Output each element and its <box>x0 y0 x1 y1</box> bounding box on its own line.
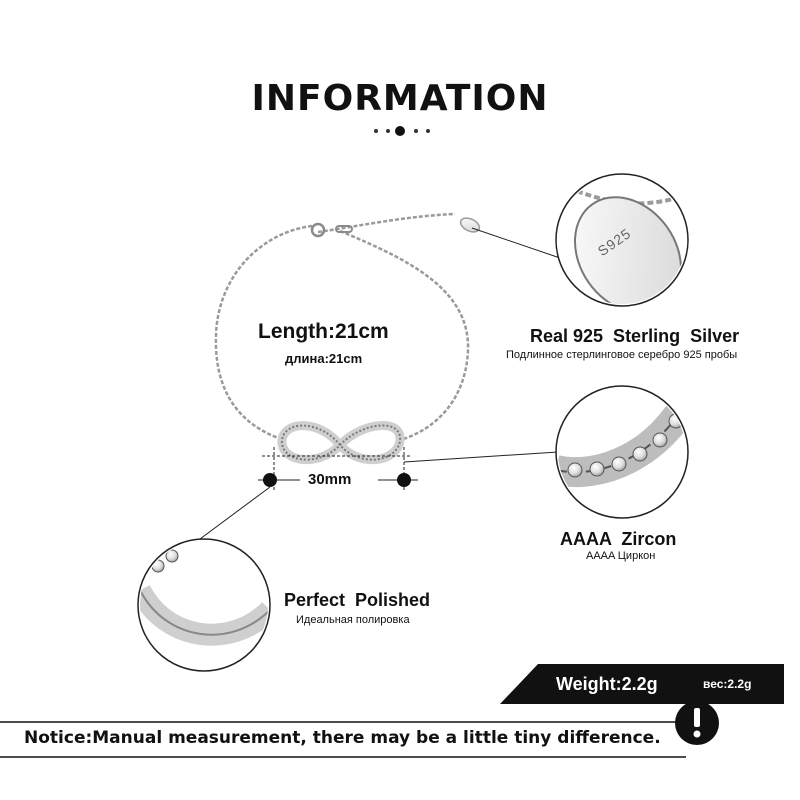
infinity-pendant <box>277 421 405 465</box>
chain-left <box>214 224 313 442</box>
notice-text: Notice:Manual measurement, there may be … <box>24 728 661 748</box>
connector-zircon <box>403 451 559 463</box>
zircon-subtitle: AAAA Циркон <box>586 550 656 562</box>
page-title: INFORMATION <box>251 78 549 119</box>
connector-tag <box>471 227 561 259</box>
detail-circle-silver <box>555 173 689 307</box>
width-measure: 30mm <box>308 471 352 488</box>
weight-sublabel: вес:2.2g <box>703 677 752 691</box>
weight-banner <box>500 664 784 704</box>
weight-label: Weight:2.2g <box>556 674 658 694</box>
exclamation-icon <box>675 701 719 745</box>
chain-top <box>317 212 456 234</box>
length-label: Length:21cm <box>258 320 389 343</box>
polish-subtitle: Идеальная полировка <box>296 614 410 626</box>
s925-tag <box>459 217 481 233</box>
silver-subtitle: Подлинное стерлинговое серебро 925 пробы <box>506 349 738 361</box>
zircon-title: AAAA Zircon <box>560 529 677 549</box>
spring-clasp <box>310 222 326 238</box>
length-sublabel: длина:21cm <box>285 351 363 366</box>
silver-title: Real 925 Sterling Silver <box>530 326 740 346</box>
chain-right <box>339 229 470 442</box>
polish-title: Perfect Polished <box>284 590 431 610</box>
title-divider-dots <box>360 124 440 138</box>
detail-circle-zircon <box>555 385 689 519</box>
measure-dot-right <box>397 473 411 487</box>
detail-circle-polish <box>137 538 271 672</box>
clasp-link <box>335 225 353 233</box>
measure-dot-left <box>263 473 277 487</box>
